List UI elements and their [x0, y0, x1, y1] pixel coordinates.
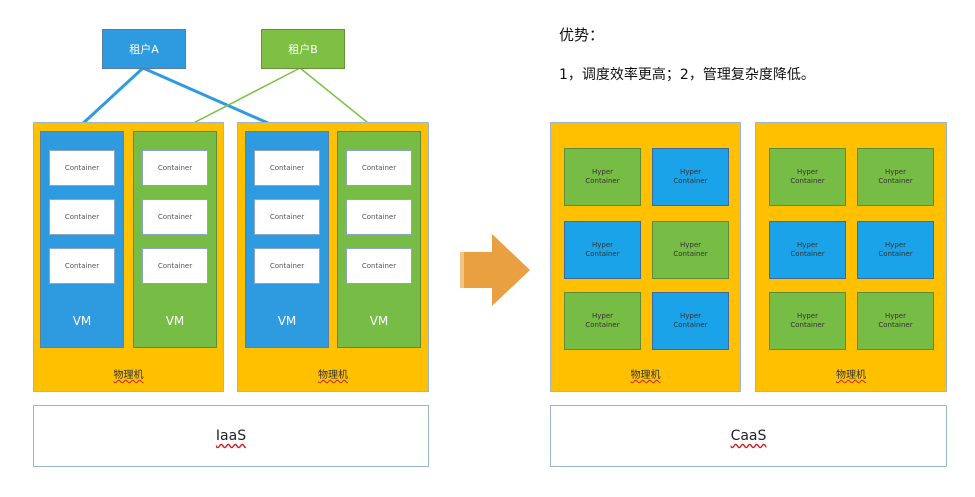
tenant-a-label: 租户A — [129, 43, 159, 56]
tenant-a-link-vm1 — [76, 66, 145, 130]
advantages-text: 1，调度效率更高；2，管理复杂度降低。 — [559, 67, 815, 83]
hyper-container: Hyper Container — [769, 292, 846, 350]
advantages-title: 优势： — [559, 26, 605, 44]
vm-label: VM — [165, 314, 185, 328]
tenant-a-link-vm3 — [142, 66, 287, 133]
vm-label: VM — [277, 314, 297, 328]
hyper-container: Hyper Container — [652, 148, 729, 206]
container: Container — [49, 248, 115, 284]
tenant-b-box: 租户B — [261, 29, 345, 69]
container: Container — [346, 150, 412, 186]
tenant-b-link-vm2 — [177, 67, 301, 132]
hyper-container: Hyper Container — [769, 148, 846, 206]
iaas-layer: IaaS — [33, 405, 429, 467]
container: Container — [254, 150, 320, 186]
container: Container — [142, 150, 208, 186]
physical-machine-label: 物理机 — [113, 370, 144, 381]
hyper-container: Hyper Container — [857, 292, 934, 350]
hyper-container: Hyper Container — [769, 221, 846, 279]
caas-label: CaaS — [730, 428, 767, 444]
container: Container — [142, 248, 208, 284]
caas-layer: CaaS — [550, 405, 947, 467]
hyper-container: Hyper Container — [564, 148, 641, 206]
tenant-b-link-vm4 — [299, 67, 379, 132]
transition-arrow-icon — [460, 234, 530, 306]
vm-label: VM — [72, 314, 92, 328]
tenant-b-label: 租户B — [288, 43, 318, 56]
container: Container — [346, 199, 412, 235]
container: Container — [254, 199, 320, 235]
hyper-container: Hyper Container — [652, 221, 729, 279]
physical-machine-label: 物理机 — [318, 370, 348, 381]
container: Container — [254, 248, 320, 284]
hyper-container: Hyper Container — [857, 148, 934, 206]
container: Container — [49, 199, 115, 235]
hyper-container: Hyper Container — [857, 221, 934, 279]
physical-machine-label: 物理机 — [630, 370, 661, 381]
hyper-container: Hyper Container — [564, 221, 641, 279]
container: Container — [142, 199, 208, 235]
tenant-a-box: 租户A — [102, 29, 186, 69]
iaas-label: IaaS — [215, 428, 247, 444]
vm-label: VM — [369, 314, 389, 328]
physical-machine-label: 物理机 — [836, 370, 866, 381]
container: Container — [49, 150, 115, 186]
container: Container — [346, 248, 412, 284]
hyper-container: Hyper Container — [564, 292, 641, 350]
hyper-container: Hyper Container — [652, 292, 729, 350]
